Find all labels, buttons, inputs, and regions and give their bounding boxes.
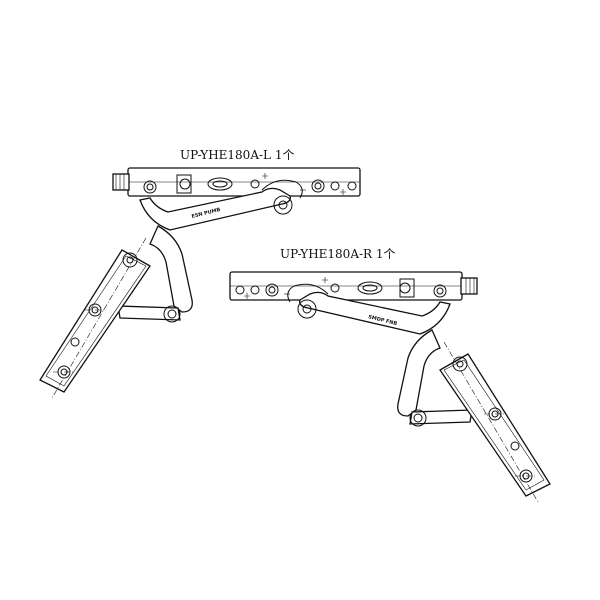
right-door-bracket — [439, 341, 551, 503]
left-door-bracket — [39, 237, 151, 399]
right-part-label: UP-YHE180A-R 1个 — [280, 247, 396, 261]
left-hinge: UP-YHE180A-L 1个 — [39, 148, 361, 399]
right-mounting-plate — [229, 271, 478, 301]
left-part-label: UP-YHE180A-L 1个 — [180, 148, 294, 162]
left-main-arm: ESN PUMB — [139, 179, 303, 231]
right-main-arm: SMDP FNB — [287, 283, 451, 335]
left-support-arm — [117, 225, 193, 323]
left-mounting-plate — [112, 167, 361, 197]
right-hinge: UP-YHE180A-R 1个 — [229, 247, 551, 503]
right-support-arm — [397, 329, 473, 427]
